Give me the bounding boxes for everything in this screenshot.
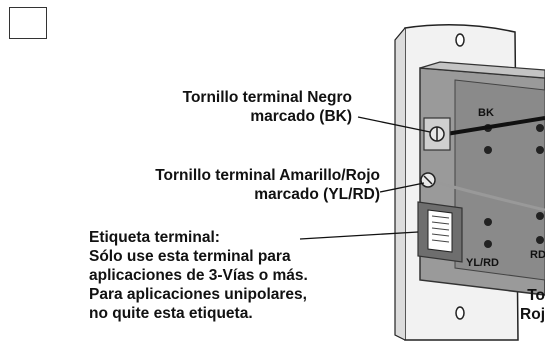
leader-label bbox=[299, 231, 419, 240]
terminal-sticker bbox=[417, 201, 463, 263]
terminal-label-line4: Para aplicaciones unipolares, bbox=[89, 286, 307, 303]
yellow-red-screw-label: Tornillo terminal Amarillo/Rojo marcado … bbox=[155, 166, 380, 204]
device-mark-yl-rd: YL/RD bbox=[466, 257, 499, 269]
checkbox-square bbox=[9, 7, 47, 39]
terminal-label-line5: no quite esta etiqueta. bbox=[89, 305, 253, 322]
terminal-label-line3: aplicaciones de 3-Vías o más. bbox=[89, 267, 308, 284]
device-mark-rd: RD bbox=[530, 249, 545, 261]
grey-wire bbox=[427, 178, 545, 212]
terminal-label-line1: Etiqueta terminal: bbox=[89, 229, 220, 246]
yellow-red-screw-label-line1: Tornillo terminal Amarillo/Rojo bbox=[155, 167, 380, 184]
terminal-label-line2: Sólo use esta terminal para bbox=[89, 248, 291, 265]
bk-screw bbox=[423, 117, 451, 151]
black-screw-label-line2: marcado (BK) bbox=[250, 108, 352, 125]
yl-rd-screw bbox=[420, 172, 436, 188]
cut-off-right-line2: Roj bbox=[520, 306, 545, 323]
black-screw-label: Tornillo terminal Negro marcado (BK) bbox=[183, 88, 352, 126]
cut-off-right-label: To Roj bbox=[517, 286, 545, 324]
leader-bk bbox=[357, 116, 431, 133]
black-screw-label-line1: Tornillo terminal Negro bbox=[182, 89, 352, 106]
leader-yl-rd bbox=[379, 182, 425, 193]
terminal-label-text: Etiqueta terminal: Sólo use esta termina… bbox=[89, 228, 308, 323]
device-mark-bk: BK bbox=[478, 107, 494, 119]
yellow-red-screw-label-line2: marcado (YL/RD) bbox=[254, 186, 380, 203]
cut-off-right-line1: To bbox=[527, 287, 545, 304]
black-wire bbox=[439, 116, 545, 137]
